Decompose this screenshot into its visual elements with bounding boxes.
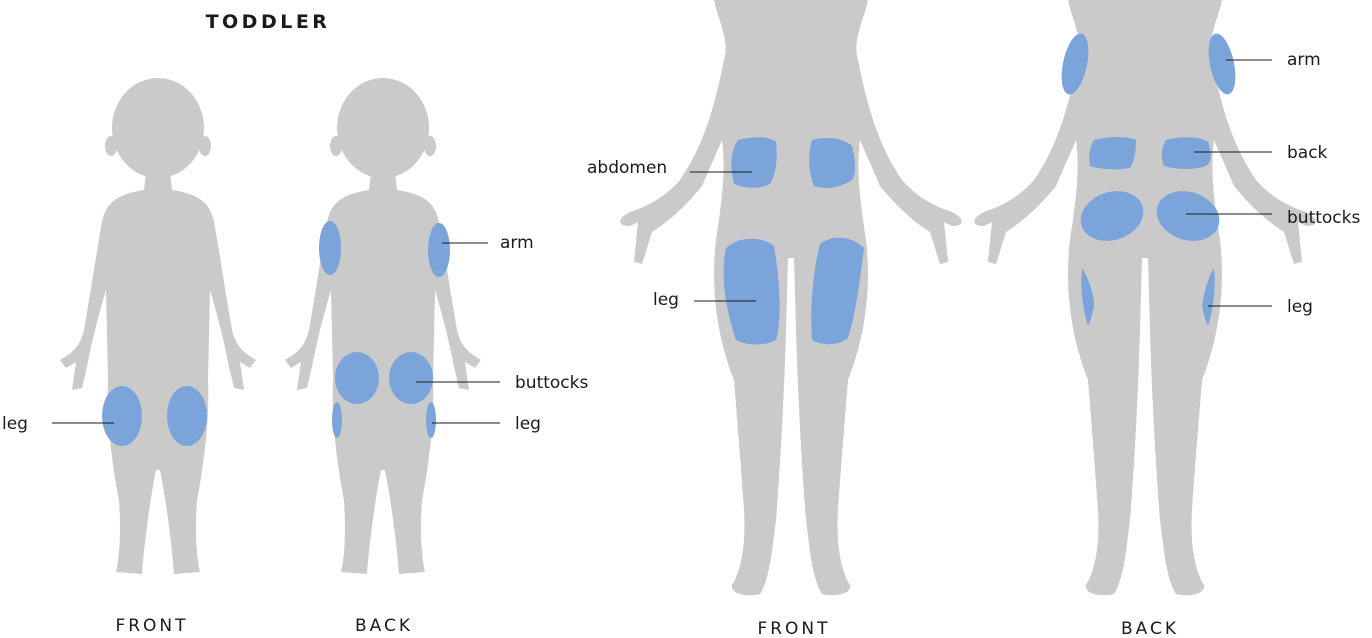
toddler-back-leg-label: leg — [515, 414, 541, 434]
toddler-back-ear-right — [424, 136, 436, 156]
adult-front-abdomen-site-left — [731, 137, 776, 188]
toddler-title: TODDLER — [206, 11, 331, 33]
toddler-front-ear-right — [199, 136, 211, 156]
toddler-back-buttocks-label: buttocks — [515, 373, 588, 393]
toddler-front-ear-left — [105, 136, 117, 156]
toddler-front-head — [112, 78, 204, 178]
adult-front-caption: FRONT — [757, 619, 830, 638]
adult-back-caption: BACK — [1121, 619, 1179, 638]
adult-front-abdomen-site-right — [809, 138, 855, 188]
toddler-back-leg-site-right — [426, 402, 436, 438]
adult-front-leg-label: leg — [653, 290, 679, 310]
toddler-back-arm-site-right — [428, 223, 450, 277]
toddler-front-figure — [60, 78, 256, 574]
adult-back-leg-label: leg — [1287, 297, 1313, 317]
adult-back-body — [974, 0, 1316, 595]
toddler-back-leg-site-left — [332, 402, 342, 438]
toddler-back-caption: BACK — [355, 616, 413, 636]
toddler-back-arm-site-left — [319, 221, 341, 275]
toddler-front-caption: FRONT — [115, 616, 188, 636]
toddler-back-figure — [285, 78, 481, 574]
adult-back-back-site-left — [1089, 137, 1136, 169]
toddler-back-head — [337, 78, 429, 178]
toddler-back-ear-left — [330, 136, 342, 156]
adult-back-arm-label: arm — [1287, 50, 1321, 70]
toddler-front-leg-site-right — [167, 386, 207, 446]
toddler-back-body — [285, 172, 481, 574]
toddler-front-body — [60, 172, 256, 574]
toddler-back-buttock-site-right — [389, 352, 433, 404]
toddler-back-buttock-site-left — [335, 352, 379, 404]
adult-front-abdomen-label: abdomen — [587, 158, 667, 178]
adult-back-back-label: back — [1287, 143, 1328, 163]
adult-back-buttocks-label: buttocks — [1287, 208, 1360, 228]
toddler-front-leg-site-left — [102, 386, 142, 446]
adult-back-back-site-right — [1162, 137, 1211, 169]
toddler-back-arm-label: arm — [500, 233, 534, 253]
adult-back-figure — [974, 0, 1316, 595]
toddler-front-leg-label: leg — [2, 414, 28, 434]
